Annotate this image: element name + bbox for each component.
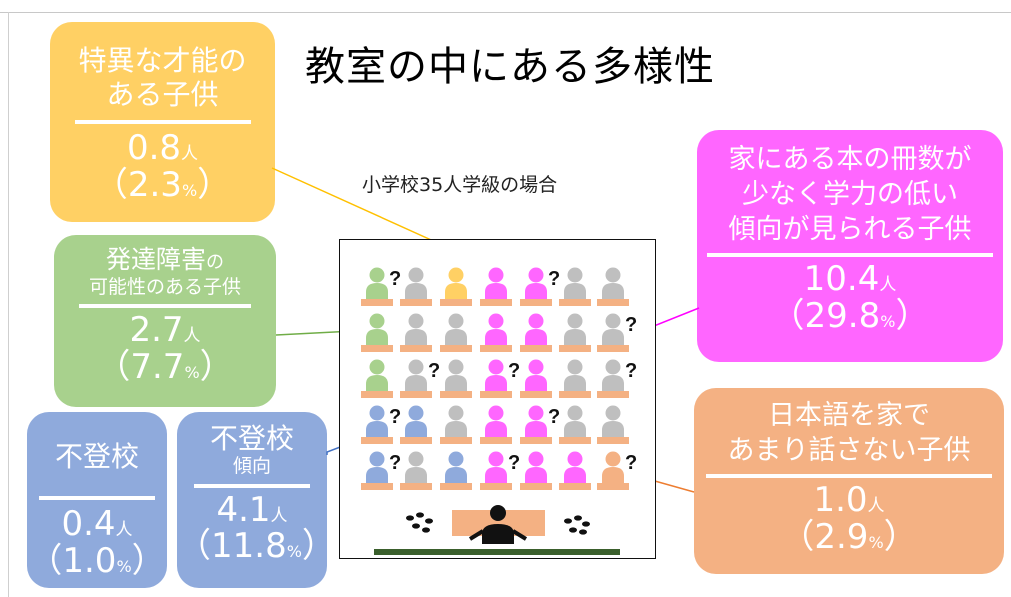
activity-mark xyxy=(579,529,587,535)
question-mark: ? xyxy=(508,452,520,474)
student-seat xyxy=(361,405,393,444)
diagram-subtitle: 小学校35人学級の場合 xyxy=(362,174,558,196)
japanese-divider xyxy=(706,474,992,479)
talent-percent: （2.3%） xyxy=(93,165,232,206)
activity-mark xyxy=(422,527,430,533)
books-box: 家にある本の冊数が 少なく学力の低い 傾向が見られる子供 10.4人 （29.8… xyxy=(697,130,1003,362)
books-percent: （29.8%） xyxy=(770,296,930,336)
student-seat xyxy=(597,267,629,306)
student-seat xyxy=(480,267,512,306)
teacher-figure xyxy=(468,505,528,544)
classroom-seating: ??????????? xyxy=(361,267,637,555)
student-seat xyxy=(597,451,629,490)
student-seat xyxy=(520,405,552,444)
talent-box: 特異な才能の ある子供 0.8人 （2.3%） xyxy=(50,22,275,222)
developmental-box: 発達障害の 可能性のある子供 2.7人 （7.7%） xyxy=(54,235,276,407)
connector-talent xyxy=(271,167,461,254)
activity-mark xyxy=(412,523,420,529)
student-seat xyxy=(400,359,432,398)
student-seat xyxy=(559,405,591,444)
activity-mark xyxy=(582,521,590,527)
developmental-count: 2.7人 xyxy=(129,310,201,351)
talent-label: 特異な才能の ある子供 xyxy=(78,44,247,112)
student-seat xyxy=(480,313,512,352)
student-seat xyxy=(480,405,512,444)
talent-divider xyxy=(74,120,251,125)
activity-mark xyxy=(406,515,414,521)
student-seat xyxy=(520,267,552,306)
left-border xyxy=(8,12,9,597)
books-label: 家にある本の冊数が 少なく学力の低い 傾向が見られる子供 xyxy=(728,144,972,246)
question-mark: ? xyxy=(625,452,637,474)
japanese-box: 日本語を家で あまり話さない子供 1.0人 （2.9%） xyxy=(694,388,1004,574)
developmental-divider xyxy=(79,304,251,309)
books-count: 10.4人 xyxy=(803,259,897,300)
question-mark: ? xyxy=(625,360,637,382)
question-mark: ? xyxy=(428,360,440,382)
absence-tendency-percent: （11.8%） xyxy=(177,526,336,567)
student-seat xyxy=(400,405,432,444)
japanese-count: 1.0人 xyxy=(813,480,885,521)
absence-tendency-count: 4.1人 xyxy=(216,489,288,530)
question-mark: ? xyxy=(548,406,560,428)
absence-divider xyxy=(39,496,155,501)
question-mark: ? xyxy=(389,452,401,474)
student-seat xyxy=(559,359,591,398)
student-seat xyxy=(597,405,629,444)
activity-mark xyxy=(564,518,572,524)
activity-mark xyxy=(569,527,577,533)
activity-mark xyxy=(425,518,433,524)
student-seat xyxy=(400,451,432,490)
student-seat xyxy=(559,267,591,306)
question-mark: ? xyxy=(389,406,401,428)
student-seat xyxy=(480,451,512,490)
japanese-percent: （2.9%） xyxy=(780,516,918,557)
student-seat xyxy=(597,359,629,398)
student-seat xyxy=(440,359,472,398)
classroom-frame: ??????????? xyxy=(339,239,656,559)
japanese-label: 日本語を家で あまり話さない子供 xyxy=(727,400,971,467)
top-border xyxy=(0,12,1011,13)
absence-tendency-label-line2: 傾向 xyxy=(232,454,271,477)
student-seat xyxy=(361,313,393,352)
absence-percent: （1.0%） xyxy=(28,540,166,581)
absence-box: 不登校 0.4人 （1.0%） xyxy=(27,412,167,588)
question-mark: ? xyxy=(508,360,520,382)
books-divider xyxy=(707,253,993,258)
activity-mark xyxy=(416,512,424,518)
page-title: 教室の中にある多様性 xyxy=(305,44,715,90)
student-seat xyxy=(440,313,472,352)
student-seat xyxy=(440,451,472,490)
student-seat xyxy=(480,359,512,398)
classroom-floor xyxy=(374,549,620,555)
question-mark: ? xyxy=(389,268,401,290)
student-seat xyxy=(400,267,432,306)
developmental-percent: （7.7%） xyxy=(96,347,234,388)
absence-label: 不登校 xyxy=(54,440,139,473)
developmental-label: 発達障害の xyxy=(105,245,224,274)
student-seat xyxy=(520,451,552,490)
student-seat xyxy=(400,313,432,352)
absence-tendency-box: 不登校 傾向 4.1人 （11.8%） xyxy=(177,412,336,588)
student-seat xyxy=(520,359,552,398)
question-mark: ? xyxy=(548,268,560,290)
student-seat xyxy=(440,405,472,444)
developmental-label-line2: 可能性のある子供 xyxy=(88,275,241,298)
activity-mark xyxy=(574,515,582,521)
absence-tendency-divider xyxy=(194,483,310,488)
absence-count: 0.4人 xyxy=(61,504,133,545)
question-mark: ? xyxy=(625,314,637,336)
student-seat xyxy=(597,313,629,352)
student-seat xyxy=(520,313,552,352)
student-seat xyxy=(361,267,393,306)
student-seat xyxy=(440,267,472,306)
talent-count: 0.8人 xyxy=(126,128,199,169)
student-seat xyxy=(361,451,393,490)
student-seat xyxy=(559,313,591,352)
absence-tendency-label: 不登校 xyxy=(209,422,294,455)
student-seat xyxy=(361,359,393,398)
student-seat xyxy=(559,451,591,490)
